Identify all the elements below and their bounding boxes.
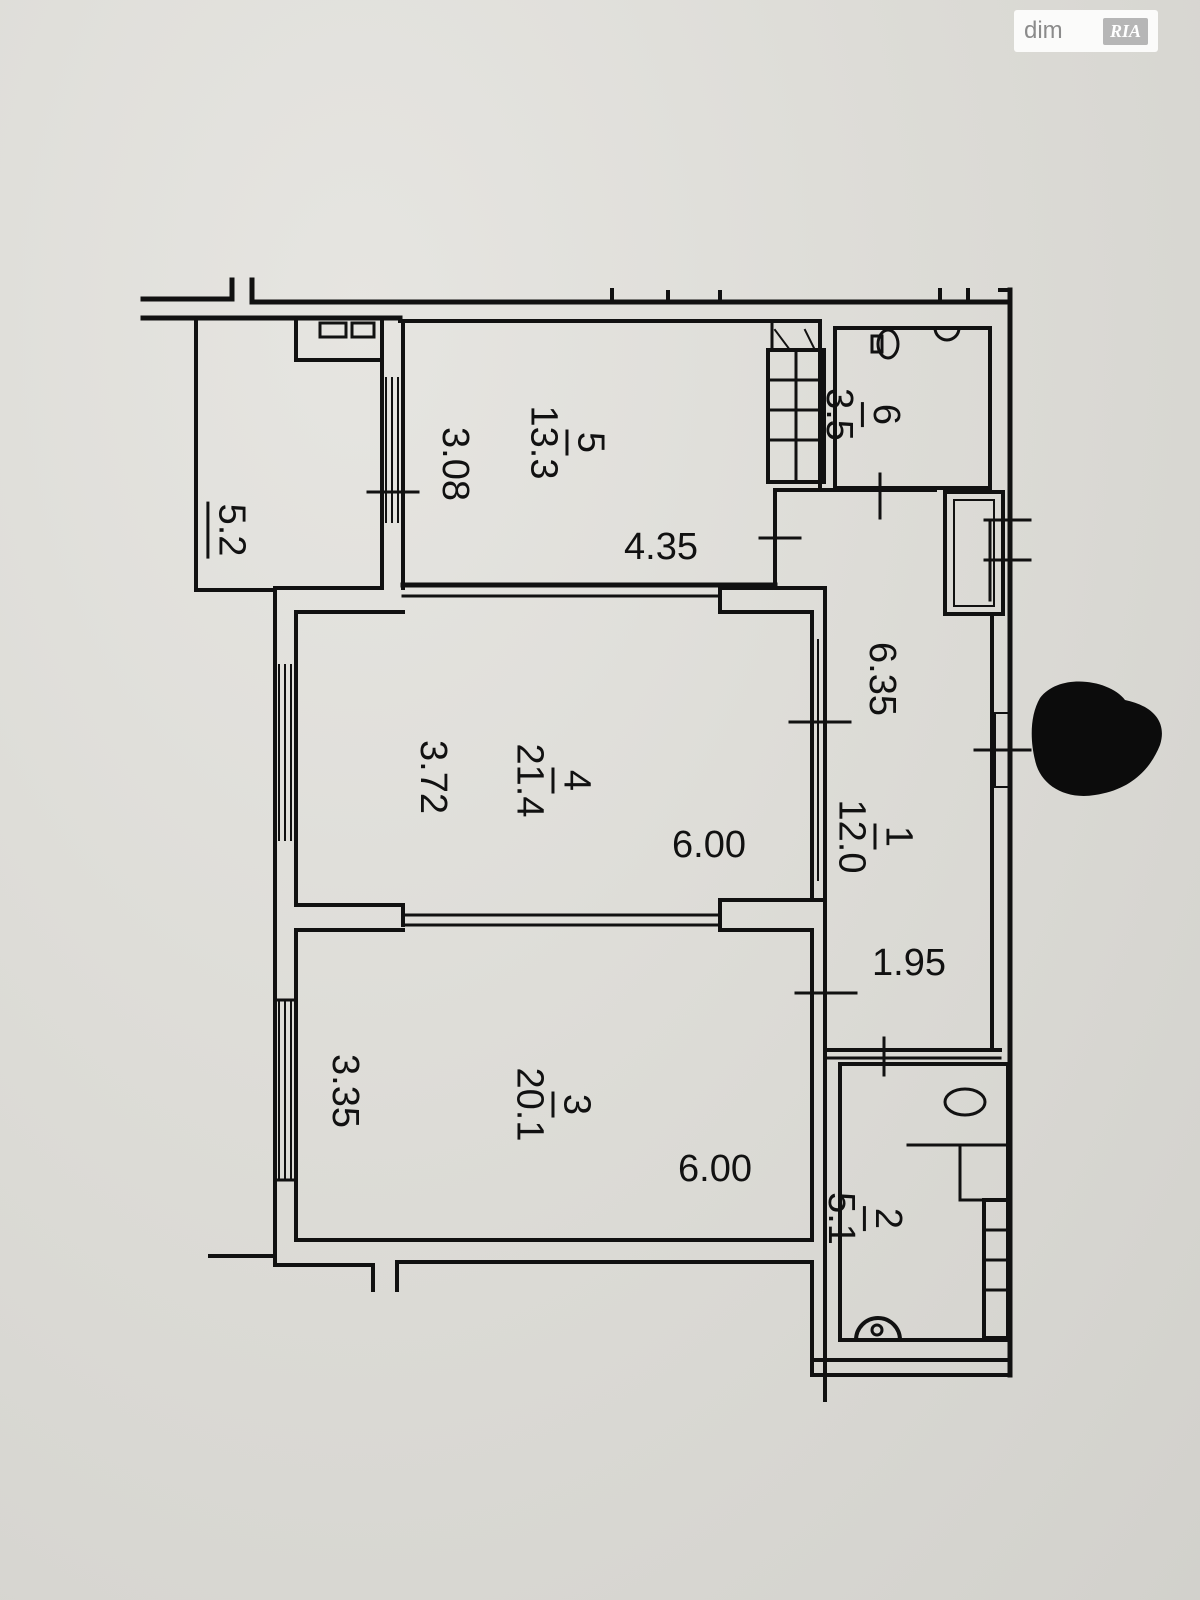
room-5-number: 5 — [565, 429, 611, 456]
room-2-label: 2 5.1 — [819, 1192, 909, 1245]
balcony-outline — [194, 316, 382, 592]
room-4-walls — [273, 586, 852, 1402]
room-1-label: 1 12.0 — [830, 799, 919, 874]
room-4-depth: 3.72 — [411, 740, 454, 814]
room-4-number: 4 — [551, 767, 597, 794]
watermark-logo: dim RIA — [1014, 10, 1158, 52]
room-4-width: 6.00 — [672, 824, 746, 866]
room-2-area: 5.1 — [819, 1192, 862, 1245]
corridor-walls — [824, 490, 1032, 1077]
room-3-depth: 3.35 — [323, 1054, 366, 1128]
room-3-area: 20.1 — [508, 1067, 551, 1142]
kitchen-stove — [766, 319, 826, 484]
watermark-brand: dim — [1024, 17, 1063, 44]
closet — [943, 490, 1032, 616]
room-4-label: 4 21.4 — [508, 743, 597, 818]
room-2-walls — [810, 1062, 1012, 1377]
room-1-area: 12.0 — [830, 799, 873, 874]
room-5-label: 5 13.3 — [522, 405, 611, 480]
room-6-area: 3.5 — [817, 388, 860, 441]
room-3-number: 3 — [551, 1091, 597, 1118]
room-1-width: 6.35 — [860, 642, 903, 716]
room-5-width: 4.35 — [624, 526, 698, 568]
room-6-number: 6 — [860, 401, 907, 428]
watermark-badge: RIA — [1102, 17, 1148, 45]
room-3-walls — [208, 928, 858, 1377]
room-1-depth: 1.95 — [872, 942, 946, 984]
room-4-area: 21.4 — [508, 743, 551, 818]
room-2-number: 2 — [862, 1205, 909, 1232]
balcony-label: 5.2 — [206, 501, 252, 559]
room-1-number: 1 — [873, 823, 919, 850]
room-3-width: 6.00 — [678, 1148, 752, 1190]
room-6-label: 6 3.5 — [817, 388, 907, 441]
room-5-depth: 3.08 — [433, 427, 476, 501]
balcony-area: 5.2 — [206, 501, 252, 559]
room-3-label: 3 20.1 — [508, 1067, 597, 1142]
room-5-area: 13.3 — [522, 405, 565, 480]
ink-smudge — [1031, 681, 1162, 796]
